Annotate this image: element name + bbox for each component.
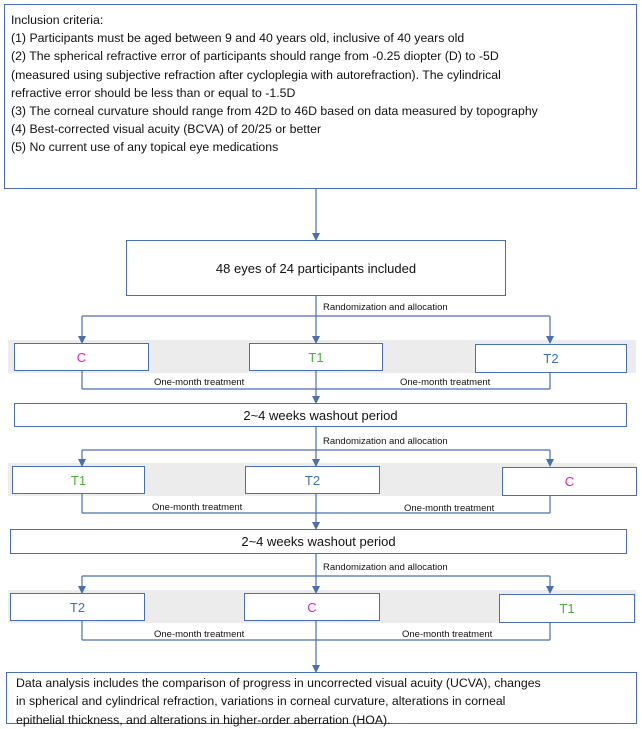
inclusion-line-5: (3) The corneal curvature should range f… — [11, 104, 538, 119]
enrolled-text: 48 eyes of 24 participants included — [215, 260, 417, 276]
inclusion-title: Inclusion criteria: — [11, 13, 104, 27]
inclusion-line-3: (measured using subjective refraction af… — [11, 67, 501, 82]
inclusion-line-4: refractive error should be less than or … — [11, 85, 296, 100]
washout-text-2: 2~4 weeks washout period — [241, 534, 396, 549]
randomization-label-3: Randomization and allocation — [323, 562, 448, 573]
inclusion-line-7: (5) No current use of any topical eye me… — [11, 140, 279, 155]
inclusion-line-2: (2) The spherical refractive error of pa… — [11, 49, 499, 64]
randomization-label-2: Randomization and allocation — [323, 436, 448, 447]
data-analysis-line-2: in spherical and cylindrical refraction,… — [16, 694, 506, 709]
washout-box-2: 2~4 weeks washout period — [10, 529, 627, 554]
treatment-label-p3-left: One-month treatment — [154, 629, 245, 640]
period-3-arm-3: T1 — [499, 594, 635, 623]
inclusion-line-1: (1) Participants must be aged between 9 … — [11, 31, 465, 46]
treatment-label-p1-right: One-month treatment — [400, 377, 491, 388]
inclusion-criteria-box: Inclusion criteria: (1) Participants mus… — [4, 4, 637, 189]
randomization-label-1: Randomization and allocation — [323, 302, 448, 313]
period-3-arm-2: C — [244, 593, 380, 621]
treatment-label-p1-left: One-month treatment — [154, 377, 245, 388]
period-2-arm-2: T2 — [245, 466, 380, 494]
period-2-arm-1: T1 — [12, 466, 145, 494]
data-analysis-line-3: epithelial thickness, and alterations in… — [16, 712, 391, 727]
washout-text-1: 2~4 weeks washout period — [243, 407, 398, 423]
period-3-arm-1: T2 — [10, 593, 145, 621]
data-analysis-box: Data analysis includes the comparison of… — [6, 672, 637, 727]
washout-box-1: 2~4 weeks washout period — [14, 403, 627, 427]
enrolled-box: 48 eyes of 24 participants included — [126, 240, 506, 296]
treatment-label-p2-right: One-month treatment — [404, 503, 495, 514]
period-1-arm-3: T2 — [475, 344, 627, 373]
period-1-arm-1: C — [14, 343, 149, 371]
data-analysis-line-1: Data analysis includes the comparison of… — [16, 676, 541, 690]
treatment-label-p2-left: One-month treatment — [152, 502, 243, 513]
period-2-arm-3: C — [502, 467, 637, 496]
treatment-label-p3-right: One-month treatment — [402, 629, 493, 640]
period-1-arm-2: T1 — [249, 343, 383, 371]
inclusion-line-6: (4) Best-corrected visual acuity (BCVA) … — [11, 122, 322, 137]
